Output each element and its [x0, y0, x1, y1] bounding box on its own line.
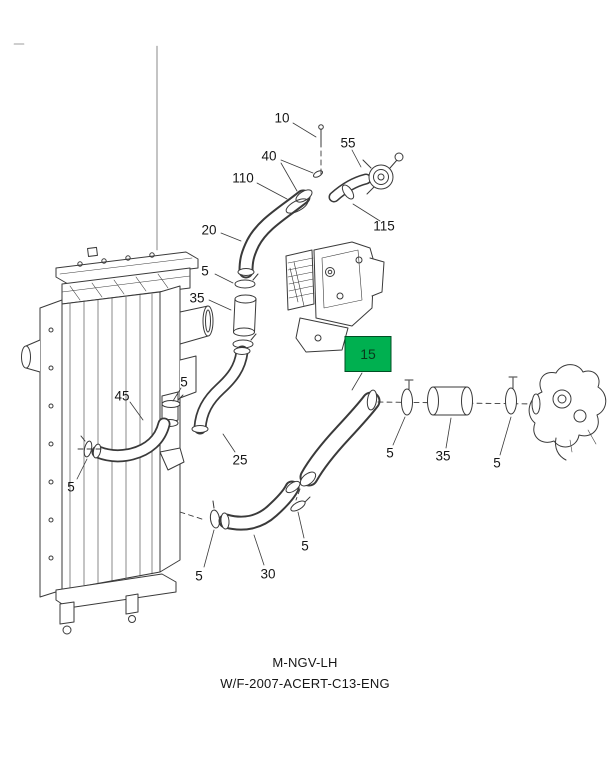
callout-40: 40	[261, 148, 277, 164]
retainer-pin	[318, 124, 324, 177]
callout-5-row-clamp-left: 5	[386, 445, 394, 461]
callout-25: 25	[232, 452, 248, 468]
caption-engine: W/F-2007-ACERT-C13-ENG	[220, 675, 390, 691]
callout-5-left-clamp: 5	[67, 479, 75, 495]
upper-connector	[328, 152, 404, 203]
clamp-sleeve-stack	[232, 273, 259, 349]
callout-35-row-sleeve: 35	[435, 448, 451, 464]
callout-30: 30	[260, 566, 276, 582]
callout-35-upper-sleeve: 35	[189, 290, 205, 306]
callout-20: 20	[201, 222, 217, 238]
callout-5-bottom-left-clamp: 5	[195, 568, 203, 584]
hose-15	[295, 389, 381, 501]
callout-115: 115	[373, 218, 395, 234]
callout-5-mid-clamp: 5	[180, 374, 188, 390]
callout-5-bottom-right-clamp: 5	[301, 538, 309, 554]
callout-110: 110	[232, 170, 254, 186]
engine-bracket-assembly	[285, 241, 385, 353]
hose-25	[191, 345, 251, 435]
callout-15-highlighted: 15	[344, 336, 392, 372]
outlet-row	[377, 364, 607, 461]
thermostat-housing	[528, 364, 607, 461]
leader-lines	[76, 122, 512, 568]
callout-10: 10	[274, 110, 290, 126]
callout-55: 55	[340, 135, 356, 151]
callout-5-upper-clamp: 5	[201, 263, 209, 279]
hose-20	[237, 170, 324, 279]
hose-45	[77, 394, 184, 463]
caption-model: M-NGV-LH	[272, 655, 338, 670]
hose-30	[179, 469, 311, 531]
callout-5-row-clamp-right: 5	[493, 455, 501, 471]
radiator-assembly	[21, 246, 214, 635]
drawing-caption: M-NGV-LH W/F-2007-ACERT-C13-ENG	[0, 653, 610, 695]
callout-45: 45	[114, 388, 130, 404]
